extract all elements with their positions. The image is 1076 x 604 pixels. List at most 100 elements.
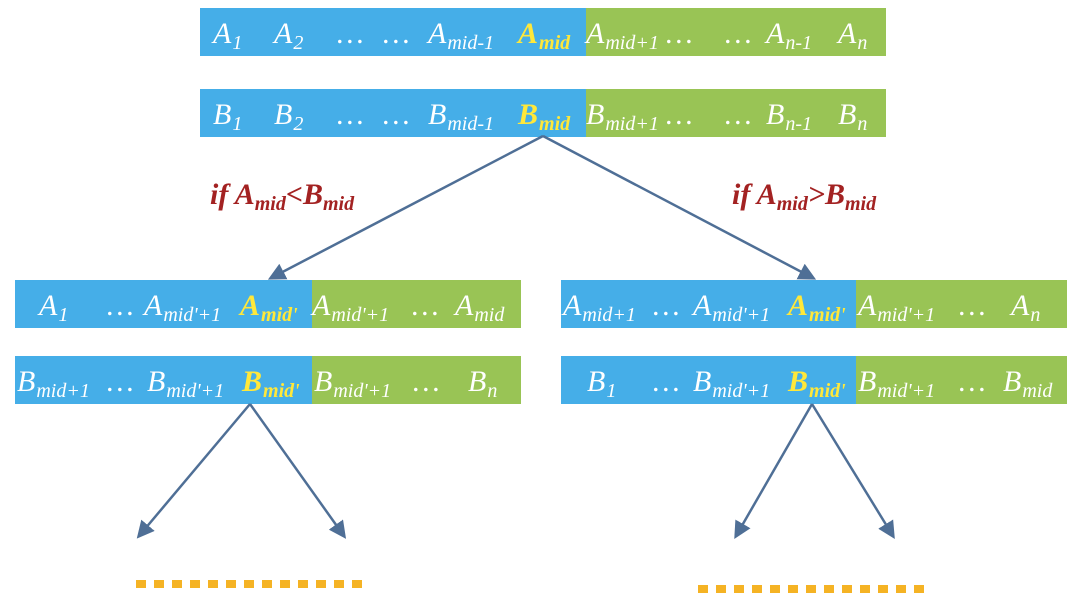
array-b-right-left-half [561, 356, 856, 404]
array-a-top-right-half [586, 8, 886, 56]
element-subscript: mid' [261, 303, 298, 326]
element-subscript: mid+1 [605, 31, 659, 54]
element-base: A [213, 17, 232, 50]
element-subscript: mid [474, 303, 505, 326]
b-right-element-5: … [959, 367, 986, 397]
element-base: … [653, 289, 680, 322]
element-base: A [240, 289, 261, 322]
arrow-right-down-right [810, 403, 895, 539]
a-top-element-7: … [666, 19, 693, 49]
b-right-element-6: Bmid [1003, 365, 1052, 401]
element-subscript: 1 [232, 112, 243, 135]
element-base: A [455, 289, 474, 322]
b-left-element-6: Bn [468, 367, 497, 401]
b-top-element-8: … [725, 100, 752, 130]
element-subscript: mid-1 [447, 112, 494, 135]
element-base: A [312, 289, 331, 322]
element-base: … [107, 365, 134, 398]
arrow-right-down-left [734, 403, 814, 540]
element-subscript: mid'+1 [712, 303, 771, 326]
element-base: B [428, 98, 447, 131]
b-left-element-4: Bmid'+1 [314, 367, 391, 401]
element-base: … [959, 289, 986, 322]
element-subscript: 2 [293, 112, 304, 135]
element-base: … [653, 365, 680, 398]
condition-left: if Amid<Bmid [210, 178, 355, 215]
b-right-element-0: B1 [587, 365, 616, 401]
array-b-right-right-half [856, 356, 1067, 404]
b-top-element-4: Bmid-1 [428, 98, 494, 134]
a-top-element-8: … [725, 19, 752, 49]
element-subscript: mid' [809, 303, 846, 326]
element-subscript: mid'+1 [712, 379, 771, 402]
element-subscript: 2 [293, 31, 304, 54]
element-base: A [39, 289, 58, 322]
a-right-element-0: Amid+1 [563, 289, 636, 325]
element-subscript: mid'+1 [877, 379, 936, 402]
a-right-element-1: … [653, 291, 680, 321]
element-base: B [766, 98, 785, 131]
array-b-top-left-half [200, 89, 586, 137]
arrow-left-down-right [248, 403, 347, 539]
element-subscript: mid [539, 112, 571, 135]
element-base: B [586, 98, 605, 131]
b-top-element-2: … [337, 100, 364, 130]
element-base: B [1003, 365, 1022, 398]
b-left-element-1: … [107, 367, 134, 397]
element-base: A [693, 289, 712, 322]
element-base: … [413, 365, 440, 398]
a-right-element-3: Amid' [788, 291, 846, 325]
element-base: B [213, 98, 232, 131]
element-base: B [147, 365, 166, 398]
b-right-element-3: Bmid' [788, 367, 846, 401]
a-right-element-4: Amid'+1 [858, 289, 935, 325]
element-base: … [666, 17, 693, 50]
element-base: … [383, 98, 410, 131]
a-right-element-6: An [1011, 291, 1040, 325]
b-top-element-10: Bn [838, 100, 867, 134]
a-left-element-4: Amid'+1 [312, 289, 389, 325]
element-base: … [666, 98, 693, 131]
a-right-element-5: … [959, 291, 986, 321]
b-right-element-1: … [653, 367, 680, 397]
element-base: A [563, 289, 582, 322]
b-left-element-2: Bmid'+1 [147, 365, 224, 401]
array-b-top-right-half [586, 89, 886, 137]
element-base: … [383, 17, 410, 50]
element-base: … [725, 98, 752, 131]
array-a-top-left-half [200, 8, 586, 56]
element-base: B [518, 98, 539, 131]
element-base: B [858, 365, 877, 398]
element-base: A [144, 289, 163, 322]
element-subscript: n [1030, 303, 1041, 326]
a-left-element-5: … [412, 291, 439, 321]
element-base: A [518, 17, 539, 50]
array-b-left-right-half [312, 356, 521, 404]
arrow-left-down-left [136, 403, 251, 539]
a-top-element-10: An [838, 19, 867, 53]
array-b-right: B1 … Bmid'+1 Bmid' Bmid'+1 … Bmid [561, 356, 1067, 404]
element-base: B [242, 365, 263, 398]
b-right-element-2: Bmid'+1 [693, 367, 770, 401]
element-base: A [858, 289, 877, 322]
element-subscript: 1 [232, 31, 243, 54]
element-subscript: mid'+1 [877, 303, 936, 326]
element-subscript: mid' [263, 379, 300, 402]
element-base: … [959, 365, 986, 398]
a-left-element-0: A1 [39, 289, 68, 325]
b-right-cells: B1 … Bmid'+1 Bmid' Bmid'+1 … Bmid [561, 356, 1067, 404]
a-top-element-3: … [383, 19, 410, 49]
array-a-right-left-half [561, 280, 856, 328]
b-top-element-5: Bmid [518, 98, 570, 134]
element-base: B [587, 365, 606, 398]
element-base: … [725, 17, 752, 50]
element-subscript: mid'+1 [163, 303, 222, 326]
element-base: A [428, 17, 447, 50]
